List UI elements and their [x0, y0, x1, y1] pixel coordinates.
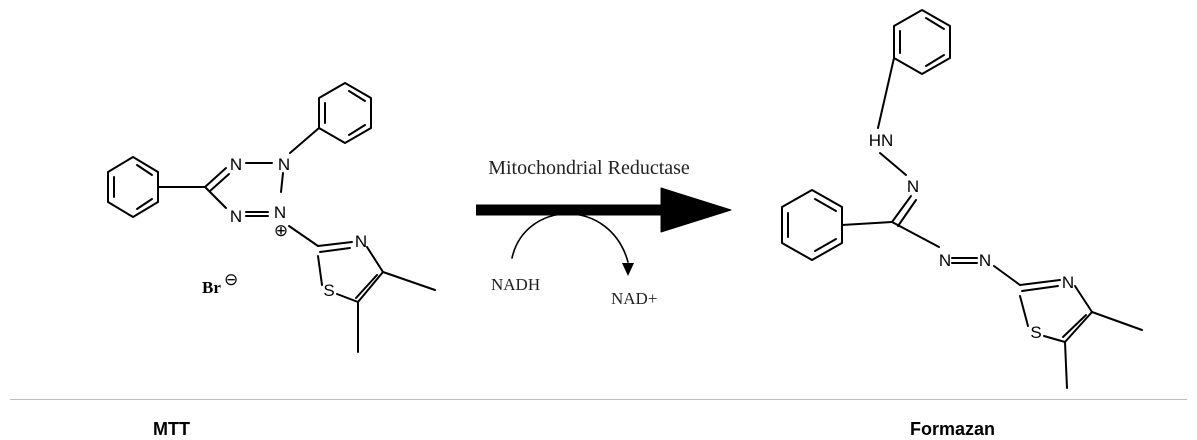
product-name-label: Formazan — [910, 419, 996, 439]
mtt-thiazole-n: N — [355, 232, 367, 251]
formazan-phenyl-left — [781, 189, 843, 261]
mtt-atom-n-right: N — [278, 155, 290, 174]
mtt-atom-n-bottom: N — [274, 203, 286, 222]
cofactor-curved-arrow — [511, 213, 634, 276]
reaction-arrow — [476, 187, 732, 233]
formazan-thiazole-ring — [1019, 279, 1143, 389]
mtt-counter-ion: Br — [202, 278, 221, 297]
mtt-phenyl-top — [318, 82, 372, 144]
mtt-counter-ion-charge: ⊖ — [224, 270, 238, 289]
mtt-thiazole-ring — [317, 241, 436, 353]
formazan-atom-n-azo-right: N — [979, 251, 991, 270]
cofactor-nad-label: NAD+ — [611, 289, 657, 308]
enzyme-label: Mitochondrial Reductase — [488, 157, 690, 179]
mtt-structure — [107, 82, 436, 353]
divider — [10, 399, 1187, 400]
formazan-structure — [781, 9, 1143, 389]
mtt-phenyl-left — [107, 156, 159, 218]
formazan-atom-n-imine: N — [907, 177, 919, 196]
mtt-tetrazole-ring — [204, 162, 284, 217]
mtt-thiazole-s: S — [323, 281, 334, 300]
cofactor-nadh-label: NADH — [491, 275, 540, 294]
mtt-atom-n-left: N — [230, 207, 242, 226]
mtt-atom-n-top: N — [230, 155, 242, 174]
formazan-thiazole-n: N — [1062, 273, 1074, 292]
reactant-name-label: MTT — [153, 419, 190, 439]
reaction-scheme: N N N N ⊕ N S Br ⊖ Mitochondrial Reducta… — [107, 9, 1143, 389]
formazan-phenyl-top — [893, 9, 951, 75]
formazan-thiazole-s: S — [1030, 323, 1041, 342]
mtt-plus-charge: ⊕ — [274, 221, 288, 240]
formazan-atom-hn: HN — [869, 131, 894, 150]
formazan-atom-n-azo-left: N — [939, 251, 951, 270]
